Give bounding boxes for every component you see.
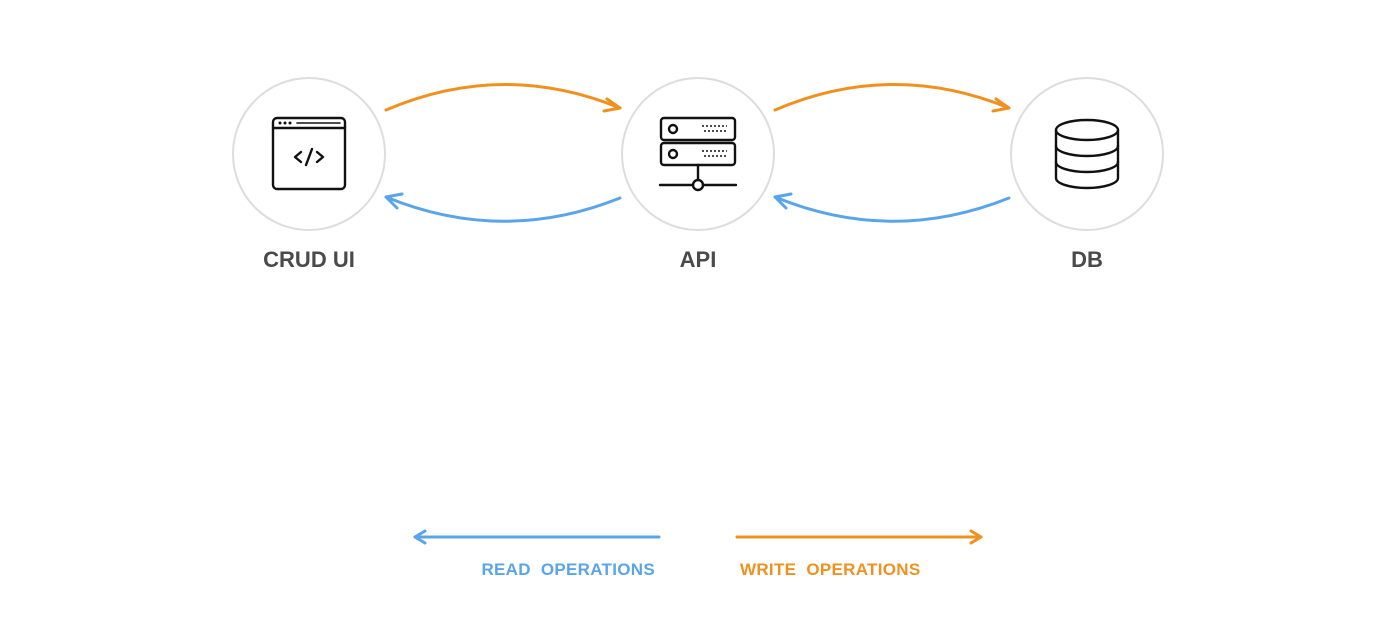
read-arrow-db-to-api [773, 192, 1011, 223]
read-arrow-api-to-ui [384, 192, 622, 223]
node-label-crud-ui: CRUD UI [263, 247, 355, 272]
legend: READ OPERATIONS WRITE OPERATIONS [413, 529, 983, 579]
database-icon [1054, 118, 1120, 190]
node-label-api: API [680, 247, 717, 272]
write-arrow-api-to-db [773, 83, 1011, 113]
node-label-db: DB [1071, 247, 1103, 272]
code-window-icon [271, 116, 347, 191]
legend-read: READ OPERATIONS [413, 529, 661, 579]
node-api: API [621, 77, 775, 272]
legend-write: WRITE OPERATIONS [735, 529, 983, 579]
node-db: DB [1010, 77, 1164, 272]
write-arrow-ui-to-api [384, 83, 622, 113]
legend-read-label: READ OPERATIONS [481, 560, 655, 579]
node-crud-ui: CRUD UI [232, 77, 386, 272]
legend-write-label: WRITE OPERATIONS [740, 560, 920, 579]
server-icon [658, 116, 738, 192]
